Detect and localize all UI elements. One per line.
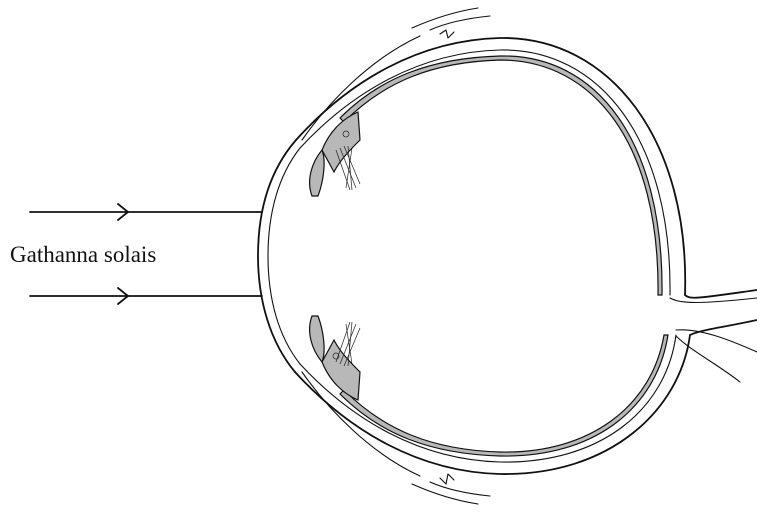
light-ray-lower (30, 288, 262, 304)
sclera-inner (300, 50, 676, 462)
choroid-layer-lower (340, 335, 668, 456)
light-rays-label: Gathanna solais (10, 242, 156, 267)
cornea (258, 140, 296, 372)
zonule-fibres-lower (333, 322, 360, 366)
choroid-layer (340, 56, 662, 295)
cornea-inner (268, 148, 300, 364)
upper-eyelid-fold (302, 8, 490, 140)
iris-lower (310, 316, 324, 362)
lower-eyelid-fold (302, 372, 490, 504)
iris-upper (310, 150, 324, 196)
optic-nerve (670, 290, 757, 382)
light-ray-upper (30, 204, 262, 220)
